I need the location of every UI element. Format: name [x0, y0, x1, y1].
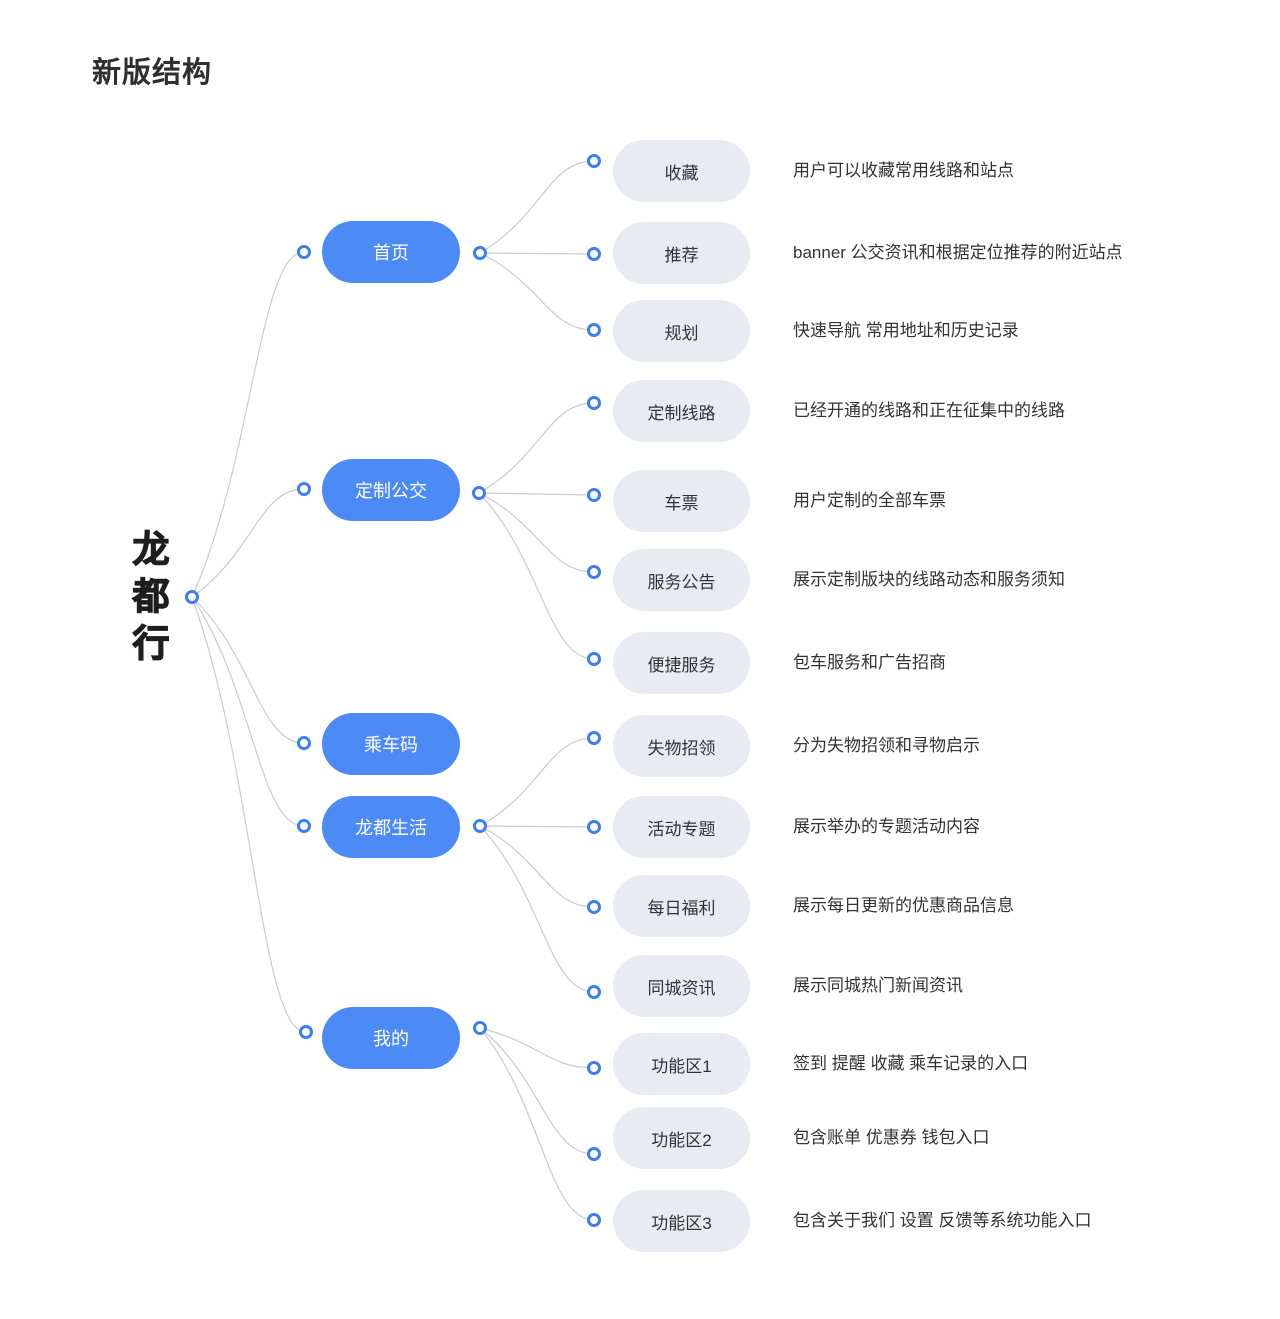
leaf-node-label: 服务公告 [647, 572, 716, 592]
branch-leaf-link [479, 252, 595, 255]
leaf-node-label: 每日福利 [647, 898, 716, 918]
leaf-connector[interactable] [587, 247, 601, 261]
leaf-description: 展示举办的专题活动内容 [793, 817, 980, 836]
leaf-node[interactable]: 功能区1 [613, 1033, 750, 1095]
leaf-node[interactable]: 定制线路 [613, 380, 750, 442]
branch-right-connector[interactable] [473, 246, 487, 260]
leaf-connector[interactable] [587, 731, 601, 745]
leaf-node-label: 定制线路 [647, 403, 716, 423]
branch-right-connector[interactable] [473, 1021, 487, 1035]
branch-leaf-link [478, 492, 595, 496]
root-branch-link [191, 251, 305, 598]
leaf-connector[interactable] [587, 323, 601, 337]
branch-leaf-link [478, 402, 595, 494]
leaf-description: 展示每日更新的优惠商品信息 [793, 896, 1014, 915]
root-branch-link [191, 488, 305, 598]
leaf-description: 用户可以收藏常用线路和站点 [793, 161, 1014, 180]
branch-left-connector[interactable] [297, 819, 311, 833]
branch-node-label: 我的 [373, 1029, 409, 1049]
leaf-connector[interactable] [587, 1213, 601, 1227]
branch-left-connector[interactable] [299, 1025, 313, 1039]
leaf-connector[interactable] [587, 1061, 601, 1075]
leaf-description: 包车服务和广告招商 [793, 653, 946, 672]
branch-leaf-link [479, 737, 595, 827]
root-branch-link [191, 596, 305, 827]
leaf-node-label: 便捷服务 [647, 655, 716, 675]
leaf-node-label: 收藏 [664, 163, 699, 183]
branch-node[interactable]: 首页 [322, 221, 460, 283]
leaf-connector[interactable] [587, 154, 601, 168]
root-node-label[interactable]: 龙都行 [132, 528, 170, 664]
branch-node-label: 乘车码 [364, 735, 418, 755]
leaf-node[interactable]: 失物招领 [613, 715, 750, 777]
leaf-node[interactable]: 收藏 [613, 140, 750, 202]
leaf-connector[interactable] [587, 900, 601, 914]
leaf-node-label: 活动专题 [647, 819, 716, 839]
leaf-node-label: 功能区3 [651, 1213, 712, 1233]
leaf-description: 包含关于我们 设置 反馈等系统功能入口 [793, 1211, 1092, 1230]
leaf-node-label: 车票 [664, 493, 699, 513]
leaf-node-label: 推荐 [664, 245, 699, 265]
leaf-node[interactable]: 功能区2 [613, 1107, 750, 1169]
leaf-node[interactable]: 车票 [613, 470, 750, 532]
branch-leaf-link [479, 160, 595, 254]
branch-node[interactable]: 龙都生活 [322, 796, 460, 858]
branch-right-connector[interactable] [473, 819, 487, 833]
leaf-description: 包含账单 优惠券 钱包入口 [793, 1128, 990, 1147]
branch-node[interactable]: 定制公交 [322, 459, 460, 521]
branch-leaf-link [479, 825, 595, 908]
branch-left-connector[interactable] [297, 245, 311, 259]
leaf-node-label: 功能区1 [651, 1056, 712, 1076]
branch-leaf-link [479, 1027, 595, 1221]
leaf-node-label: 同城资讯 [647, 978, 716, 998]
root-connector[interactable] [185, 590, 199, 604]
branch-node-label: 龙都生活 [355, 818, 427, 838]
leaf-connector[interactable] [587, 488, 601, 502]
leaf-description: 快速导航 常用地址和历史记录 [793, 321, 1019, 340]
leaf-description: 用户定制的全部车票 [793, 491, 946, 510]
root-branch-link [191, 596, 305, 744]
branch-leaf-link [479, 1027, 595, 1155]
leaf-description: 分为失物招领和寻物启示 [793, 736, 980, 755]
leaf-connector[interactable] [587, 396, 601, 410]
branch-right-connector[interactable] [472, 486, 486, 500]
leaf-description: banner 公交资讯和根据定位推荐的附近站点 [793, 243, 1123, 262]
leaf-connector[interactable] [587, 1147, 601, 1161]
branch-leaf-link [479, 825, 595, 993]
leaf-node[interactable]: 推荐 [613, 222, 750, 284]
leaf-connector[interactable] [587, 565, 601, 579]
branch-left-connector[interactable] [297, 736, 311, 750]
branch-node[interactable]: 乘车码 [322, 713, 460, 775]
leaf-connector[interactable] [587, 820, 601, 834]
leaf-node[interactable]: 每日福利 [613, 875, 750, 937]
leaf-node-label: 规划 [664, 323, 699, 343]
branch-node[interactable]: 我的 [322, 1007, 460, 1069]
leaf-description: 展示定制版块的线路动态和服务须知 [793, 570, 1065, 589]
leaf-description: 已经开通的线路和正在征集中的线路 [793, 401, 1065, 420]
leaf-description: 展示同城热门新闻资讯 [793, 976, 963, 995]
branch-leaf-link [479, 825, 595, 828]
leaf-description: 签到 提醒 收藏 乘车记录的入口 [793, 1054, 1029, 1073]
branch-left-connector[interactable] [297, 482, 311, 496]
root-branch-link [191, 596, 307, 1033]
branch-leaf-link [478, 492, 595, 573]
leaf-node[interactable]: 便捷服务 [613, 632, 750, 694]
page-title: 新版结构 [92, 57, 213, 89]
leaf-node[interactable]: 功能区3 [613, 1190, 750, 1252]
leaf-connector[interactable] [587, 652, 601, 666]
leaf-node[interactable]: 规划 [613, 300, 750, 362]
branch-node-label: 首页 [373, 243, 409, 263]
leaf-node-label: 失物招领 [647, 738, 716, 758]
branch-leaf-link [479, 1027, 595, 1069]
leaf-connector[interactable] [587, 985, 601, 999]
leaf-node[interactable]: 服务公告 [613, 549, 750, 611]
branch-leaf-link [478, 492, 595, 660]
leaf-node[interactable]: 活动专题 [613, 796, 750, 858]
leaf-node-label: 功能区2 [651, 1130, 712, 1150]
leaf-node[interactable]: 同城资讯 [613, 955, 750, 1017]
branch-node-label: 定制公交 [355, 481, 427, 501]
branch-leaf-link [479, 252, 595, 331]
